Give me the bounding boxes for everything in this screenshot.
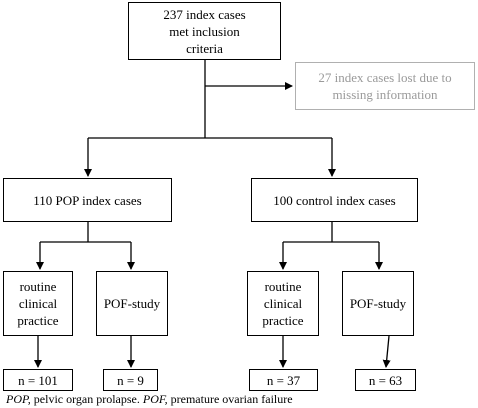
caption-abbr-pop: POP, xyxy=(6,392,31,406)
figure-caption: POP, pelvic organ prolapse. POF, prematu… xyxy=(6,392,293,407)
box-pop-routine: routine clinical practice xyxy=(3,271,73,336)
box-control: 100 control index cases xyxy=(251,178,418,222)
connector-to-n-ctrl-pof xyxy=(382,335,391,368)
box-n-ctrl-pof: n = 63 xyxy=(355,369,416,391)
box-n-pop-pof: n = 9 xyxy=(103,369,158,391)
caption-abbr-pof: POF, xyxy=(142,392,168,406)
caption-def-pof: premature ovarian failure xyxy=(167,392,293,406)
box-pop: 110 POP index cases xyxy=(3,178,172,222)
box-n-pop-routine: n = 101 xyxy=(3,369,73,391)
box-lost: 27 index cases lost due to missing infor… xyxy=(295,62,475,110)
box-pop-pof: POF-study xyxy=(96,271,168,336)
box-n-ctrl-routine: n = 37 xyxy=(249,369,318,391)
box-inclusion: 237 index cases met inclusion criteria xyxy=(128,2,281,60)
caption-def-pop: pelvic organ prolapse. xyxy=(30,392,143,406)
box-ctrl-pof: POF-study xyxy=(342,271,414,336)
box-ctrl-routine: routine clinical practice xyxy=(247,271,319,336)
